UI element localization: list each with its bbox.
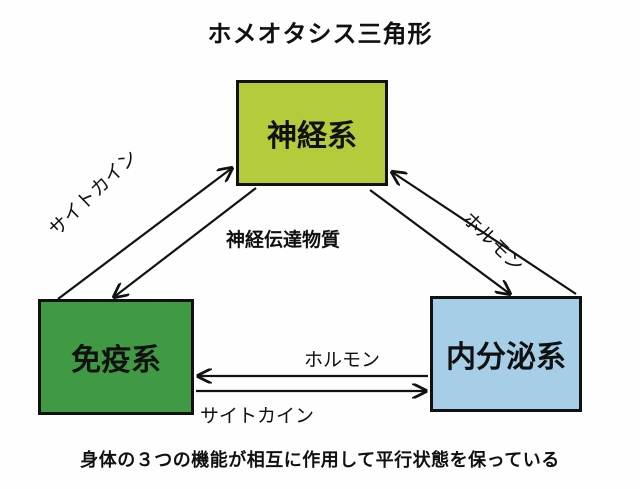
diagram-caption: 身体の３つの機能が相互に作用して平行状態を保っている: [80, 450, 560, 471]
hormone-bottom-label: ホルモン: [304, 349, 381, 371]
arrow-nervous-to-endocrine: [369, 189, 510, 294]
endocrine-system-box: 内分泌系: [430, 296, 582, 412]
arrow-endocrine-to-nervous: [392, 172, 577, 295]
arrow-nervous-to-immune: [114, 187, 257, 297]
nervous-system-box: 神経系: [236, 80, 388, 186]
cytokine-bottom-label: サイトカイン: [200, 405, 315, 427]
immune-system-label: 免疫系: [71, 343, 161, 378]
endocrine-system-label: 内分泌系: [446, 340, 566, 375]
arrow-immune-to-nervous: [57, 168, 232, 300]
nervous-system-label: 神経系: [267, 119, 357, 154]
immune-system-box: 免疫系: [38, 299, 194, 415]
diagram-title: ホメオタシス三角形: [207, 20, 433, 48]
neurotransmitter-label: 神経伝達物質: [226, 229, 341, 251]
